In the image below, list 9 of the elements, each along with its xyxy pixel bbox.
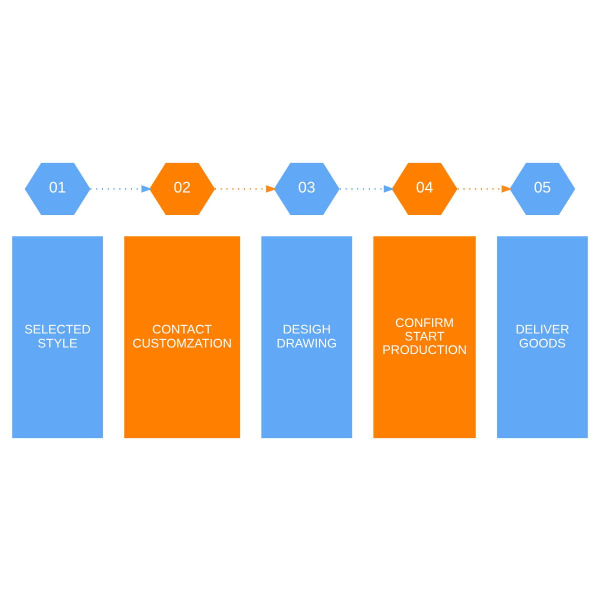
node-box: DELIVER GOODS [497,236,588,438]
node-box: CONFIRM START PRODUCTION [373,236,476,438]
arrow [215,184,277,192]
arrow [90,184,152,192]
arrow [340,184,394,192]
arrow [458,184,512,192]
node-box: DESIGH DRAWING [261,236,352,438]
node-box: CONTACT CUSTOMZATION [124,236,240,438]
node-box: SELECTED STYLE [12,236,103,438]
